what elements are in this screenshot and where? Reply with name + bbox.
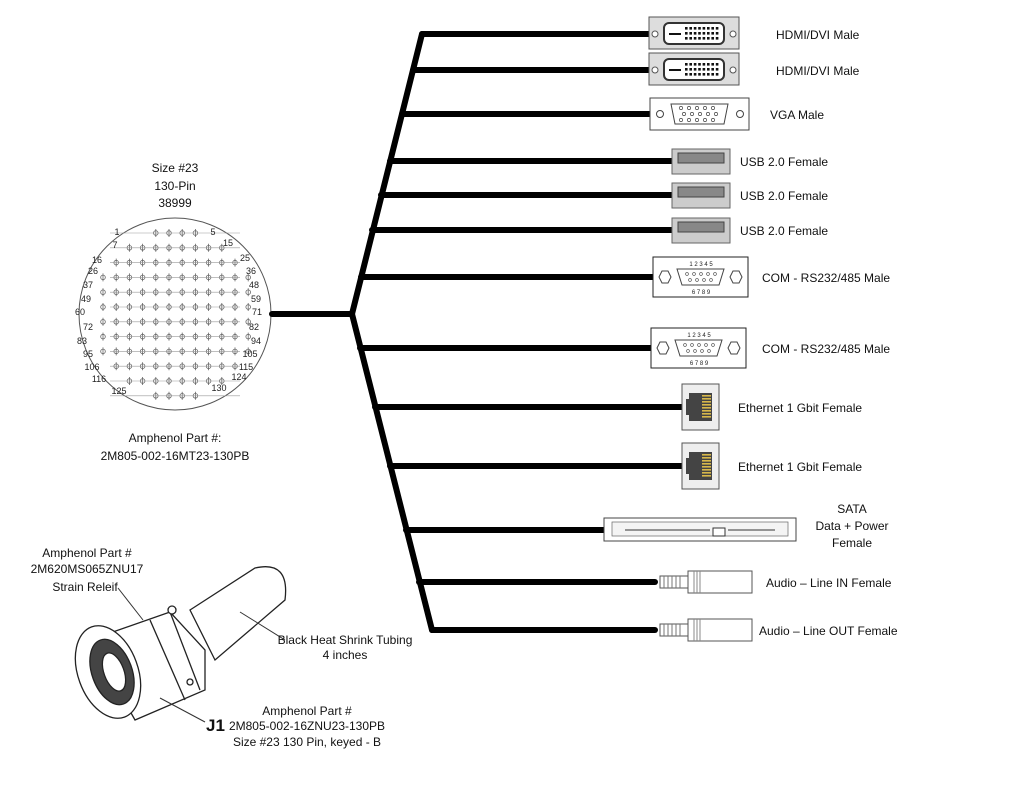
pin-number-label: 115 xyxy=(239,362,253,372)
vga-connector-icon xyxy=(649,97,750,131)
lower-spine xyxy=(349,311,435,633)
connector-5: USB 2.0 Female xyxy=(671,182,828,209)
pin-number-label: 124 xyxy=(231,372,246,382)
strain-relief-leader xyxy=(117,587,144,621)
connector-label: Data + Power xyxy=(815,519,888,533)
pin-number-label: 37 xyxy=(83,280,93,290)
connector-label: Female xyxy=(832,536,872,550)
connector-label: Audio – Line IN Female xyxy=(766,576,892,590)
cable-harness xyxy=(269,31,685,633)
connector-3: VGA Male xyxy=(649,97,824,131)
sata-connector-icon xyxy=(603,517,797,542)
pinout-size: Size #23 xyxy=(152,161,199,175)
connector-description: Size #23 130 Pin, keyed - B xyxy=(233,735,381,749)
pinout-part-label: Amphenol Part #: xyxy=(129,431,222,445)
tubing-label: Black Heat Shrink Tubing xyxy=(278,633,413,647)
connector-9: Ethernet 1 Gbit Female xyxy=(681,383,862,431)
connector-label: Ethernet 1 Gbit Female xyxy=(738,460,862,474)
pin-number-label: 130 xyxy=(211,383,226,393)
connector-2: HDMI/DVI Male xyxy=(648,52,860,86)
connector-12: Audio – Line IN Female xyxy=(659,570,892,594)
db9-pin-bottom: 6 7 8 9 xyxy=(692,290,711,296)
connector-7: 1 2 3 4 5 6 7 8 9 COM - RS232/485 Male xyxy=(652,256,890,298)
pin-number-label: 5 xyxy=(210,227,215,237)
connector-label: USB 2.0 Female xyxy=(740,189,828,203)
pin-number-label: 82 xyxy=(249,322,259,332)
connector-13: Audio – Line OUT Female xyxy=(659,618,898,642)
tubing-leader xyxy=(239,611,286,641)
pin-number-label: 125 xyxy=(111,386,126,396)
connector-label: VGA Male xyxy=(770,108,824,122)
tubing-length: 4 inches xyxy=(323,648,368,662)
pin-number-label: 116 xyxy=(92,374,106,384)
pin-number-label: 25 xyxy=(240,253,250,263)
pin-number-label: 94 xyxy=(251,336,261,346)
pin-number-label: 16 xyxy=(92,255,102,265)
connector-3d-illustration xyxy=(74,566,287,721)
upper-spine xyxy=(349,31,425,317)
pin-number-label: 1 xyxy=(114,227,119,237)
connector-label: USB 2.0 Female xyxy=(740,155,828,169)
rj45-connector-icon xyxy=(681,383,720,431)
connector-1: HDMI/DVI Male xyxy=(648,16,860,50)
db9-pin-top: 1 2 3 4 5 xyxy=(687,333,711,339)
connector-label: HDMI/DVI Male xyxy=(776,28,860,42)
db9-connector-icon: 1 2 3 4 5 6 7 8 9 xyxy=(652,256,749,298)
connector-label: COM - RS232/485 Male xyxy=(762,342,890,356)
connector-assembly-drawing: Amphenol Part # 2M620MS065ZNU17 Strain R… xyxy=(31,546,413,749)
pin-number-label: 48 xyxy=(249,280,259,290)
connector-label: Ethernet 1 Gbit Female xyxy=(738,401,862,415)
connector-label: Audio – Line OUT Female xyxy=(759,624,898,638)
pin-grid xyxy=(100,229,251,400)
connector-6: USB 2.0 Female xyxy=(671,217,828,244)
pin-number-label: 15 xyxy=(223,238,233,248)
connector-ref-j1: J1 xyxy=(206,716,225,735)
j1-leader xyxy=(159,697,206,723)
pin-number-label: 71 xyxy=(252,307,262,317)
strain-relief-part-label: Amphenol Part # xyxy=(42,546,132,560)
connector-label: HDMI/DVI Male xyxy=(776,64,860,78)
connector-label: USB 2.0 Female xyxy=(740,224,828,238)
pin-number-label: 95 xyxy=(83,349,93,359)
connector-8: 1 2 3 4 5 6 7 8 9 COM - RS232/485 Male xyxy=(650,327,890,369)
usb-connector-icon xyxy=(671,217,731,244)
connector-label: SATA xyxy=(837,502,867,516)
pin-number-label: 49 xyxy=(81,294,91,304)
connector-part-label: Amphenol Part # xyxy=(262,704,352,718)
dvi-connector-icon xyxy=(648,52,740,86)
usb-connector-icon xyxy=(671,148,731,175)
pinout-pin-count: 130-Pin xyxy=(154,179,195,193)
strain-relief-label: Strain Releif xyxy=(52,580,118,594)
pin-number-label: 59 xyxy=(251,294,261,304)
db9-pin-top: 1 2 3 4 5 xyxy=(689,262,713,268)
connector-10: Ethernet 1 Gbit Female xyxy=(681,442,862,490)
dvi-connector-icon xyxy=(648,16,740,50)
pin-number-label: 72 xyxy=(83,322,93,332)
connector-label: COM - RS232/485 Male xyxy=(762,271,890,285)
pin-number-label: 83 xyxy=(77,336,87,346)
audio-jack-icon xyxy=(659,618,753,642)
db9-pin-bottom: 6 7 8 9 xyxy=(690,361,709,367)
pinout-spec: 38999 xyxy=(158,196,192,210)
connector-4: USB 2.0 Female xyxy=(671,148,828,175)
pin-number-label: 7 xyxy=(112,240,117,250)
rj45-connector-icon xyxy=(681,442,720,490)
pin-number-label: 105 xyxy=(242,349,257,359)
pin-number-label: 60 xyxy=(75,307,85,317)
connector-part-number: 2M805-002-16ZNU23-130PB xyxy=(229,719,385,733)
strain-relief-part-number: 2M620MS065ZNU17 xyxy=(31,562,144,576)
pin-number-label: 106 xyxy=(84,362,99,372)
pin-number-label: 36 xyxy=(246,266,256,276)
pin-number-label: 26 xyxy=(88,266,98,276)
usb-connector-icon xyxy=(671,182,731,209)
audio-jack-icon xyxy=(659,570,753,594)
pinout-part-number: 2M805-002-16MT23-130PB xyxy=(101,449,250,463)
db9-connector-icon: 1 2 3 4 5 6 7 8 9 xyxy=(650,327,747,369)
